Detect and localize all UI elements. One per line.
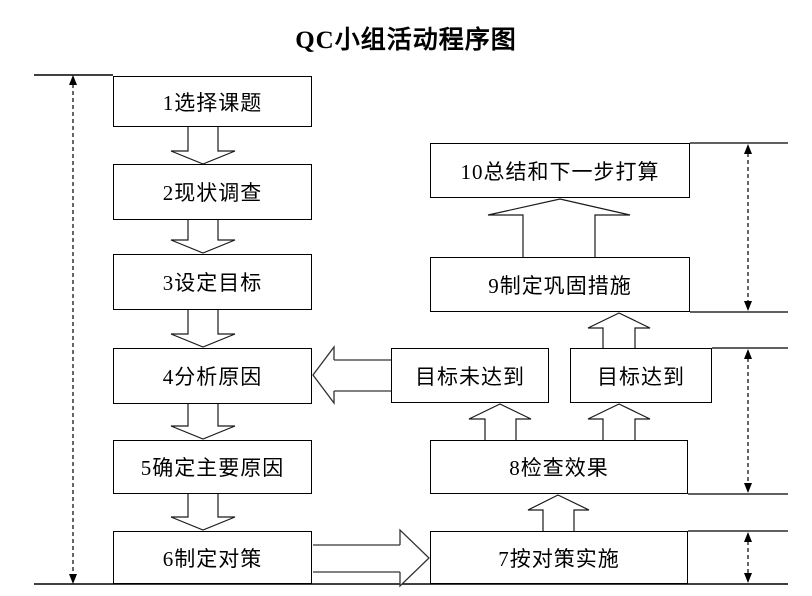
flow-arrow-step4-to-step5 (170, 404, 236, 440)
flow-arrow-step1-to-step2 (170, 127, 236, 165)
step-label: 5确定主要原因 (140, 456, 285, 480)
arrow-head-right-icon (399, 528, 430, 588)
flow-arrow-step2-to-step3 (170, 220, 236, 254)
flow-arrow-step8-to-goal-not-reached (468, 403, 532, 440)
step-label: 10总结和下一步打算 (460, 159, 660, 184)
arrow-head-left-icon (312, 345, 335, 405)
decision-label: 目标达到 (597, 364, 685, 389)
step-box-4: 4分析原因 (113, 348, 312, 404)
arrowhead-down-icon (744, 573, 752, 583)
flow-arrow-goal-not-reached-to-step4 (312, 345, 391, 405)
arrowhead-down-icon (744, 301, 752, 311)
decision-box-goal-reached: 目标达到 (570, 348, 712, 403)
step-label: 3设定目标 (162, 271, 263, 295)
arrowhead-up-icon (744, 532, 752, 542)
step-box-1: 1选择课题 (113, 76, 312, 127)
decision-label: 目标未达到 (415, 364, 525, 389)
step-label: 8检查效果 (509, 456, 609, 480)
arrowhead-up-icon (744, 144, 752, 154)
step-box-6: 6制定对策 (113, 531, 312, 584)
flow-arrow-step9-to-step10 (487, 198, 631, 257)
flow-arrow-step5-to-step6 (170, 494, 236, 531)
step-box-9: 9制定巩固措施 (430, 257, 690, 312)
flow-arrow-step7-to-step8 (527, 494, 590, 531)
step-box-8: 8检查效果 (430, 440, 688, 494)
step-label: 4分析原因 (162, 365, 263, 389)
step-box-10: 10总结和下一步打算 (430, 143, 690, 198)
right-phase-span-marker-b (744, 349, 752, 493)
flow-arrow-step3-to-step4 (170, 310, 236, 348)
step-box-5: 5确定主要原因 (113, 440, 312, 494)
step-box-3: 3设定目标 (113, 254, 312, 310)
step-label: 9制定巩固措施 (488, 273, 632, 298)
step-label: 7按对策实施 (498, 546, 620, 571)
flow-arrow-step8-to-goal-reached (587, 403, 651, 440)
page-title: QC小组活动程序图 (295, 27, 517, 54)
step-label: 6制定对策 (162, 546, 263, 571)
arrowhead-up-icon (69, 75, 77, 85)
flow-arrow-step6-to-step7 (313, 528, 430, 588)
decision-box-goal-not-reached: 目标未达到 (391, 348, 549, 403)
arrowhead-down-icon (744, 483, 752, 493)
arrowhead-up-icon (744, 349, 752, 359)
step-box-2: 2现状调查 (113, 164, 312, 220)
arrowhead-down-icon (69, 574, 77, 584)
flow-arrow-goal-reached-to-step9 (587, 312, 651, 348)
right-phase-span-marker-a (744, 144, 752, 311)
step-box-7: 7按对策实施 (430, 531, 688, 584)
left-phase-span-marker (69, 75, 77, 584)
step-label: 2现状调查 (162, 181, 263, 205)
step-label: 1选择课题 (162, 90, 263, 115)
right-phase-span-marker-c (744, 532, 752, 583)
